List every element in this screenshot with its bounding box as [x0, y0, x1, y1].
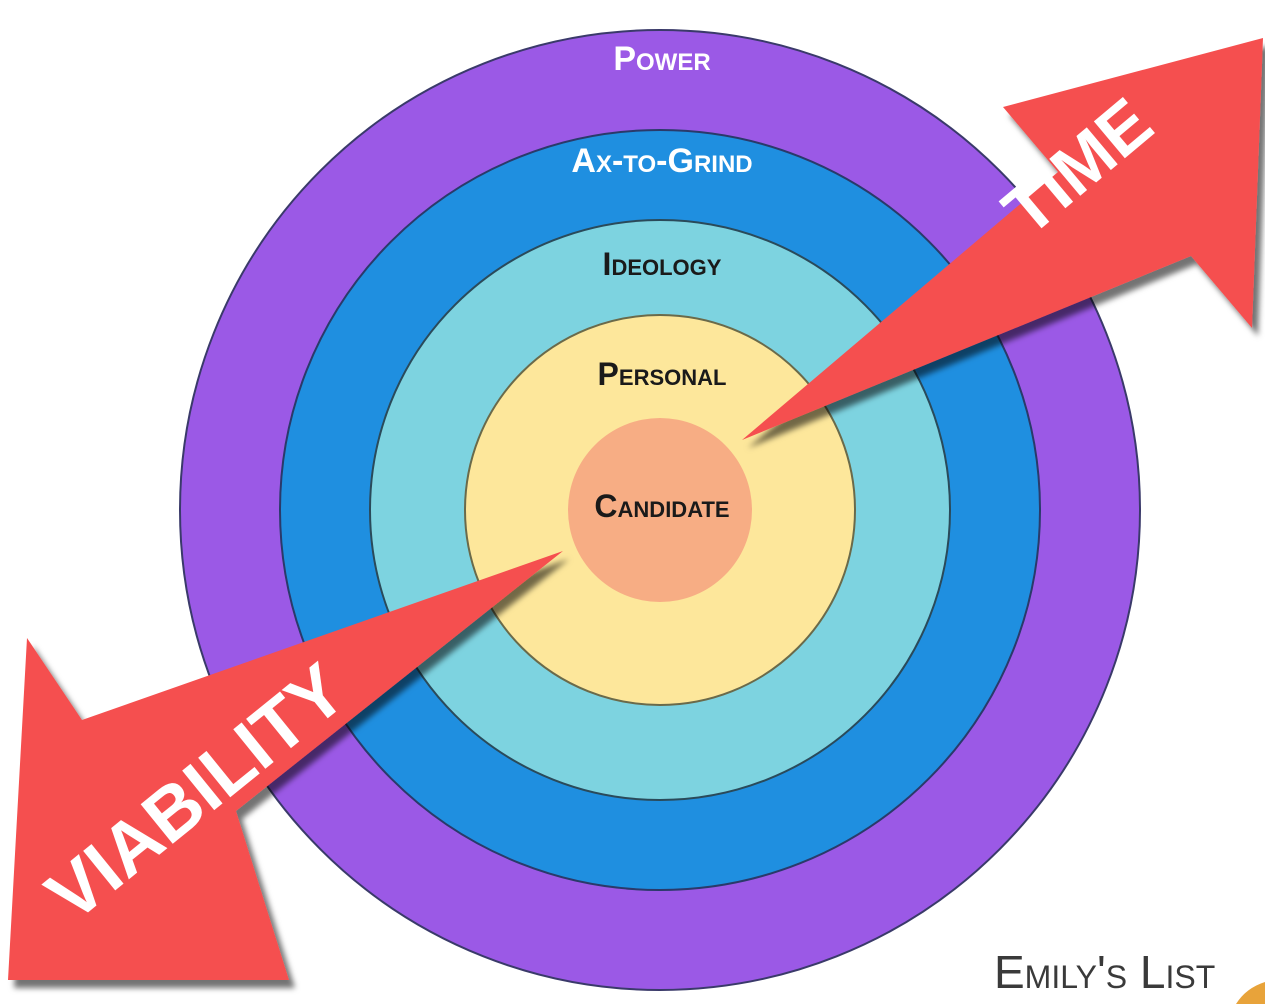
- ring-label-candidate: Candidate: [594, 488, 729, 524]
- time-arrow: [742, 38, 1263, 440]
- arrows-group: [8, 38, 1263, 980]
- ring-label-power: Power: [613, 40, 710, 78]
- ring-candidate: [568, 418, 752, 602]
- emilys-list-logo: Emily's List: [994, 946, 1265, 1004]
- ring-label-personal: Personal: [598, 356, 727, 392]
- ring-label-ax-to-grind: Ax-to-Grind: [571, 142, 752, 180]
- brand-wordmark: Emily's List: [994, 946, 1215, 998]
- ring-labels-group: Power Ax-to-Grind Ideology Personal Cand…: [571, 40, 752, 524]
- ring-label-ideology: Ideology: [603, 246, 722, 282]
- rings-group: [179, 29, 1141, 991]
- viability-arrow: [8, 551, 563, 980]
- brand-swoosh-icon: [1236, 982, 1265, 1004]
